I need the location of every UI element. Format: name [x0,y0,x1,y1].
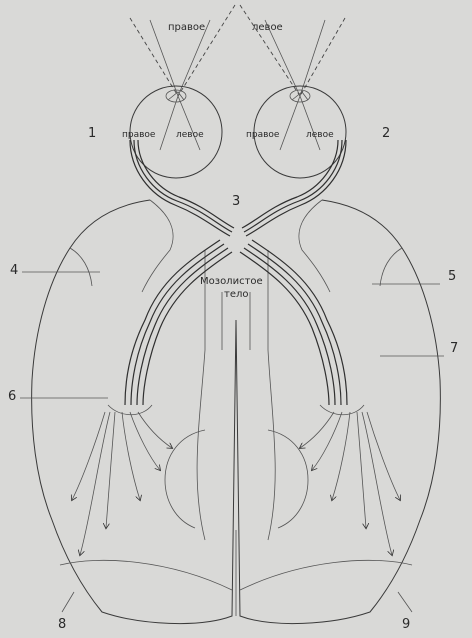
label-eye2-right: правое [246,130,280,140]
label-corpus-callosum-line1: Мозолистое [200,276,263,287]
marker-3: 3 [232,194,240,209]
marker-5: 5 [448,269,456,284]
left-optic-radiation [72,412,172,555]
marker-1: 1 [88,126,96,141]
brain-outline [32,200,441,624]
marker-2: 2 [382,126,390,141]
marker-4: 4 [10,263,18,278]
visual-field-rays [130,5,345,150]
label-eye2-left: левое [306,130,334,140]
right-optic-radiation [300,412,400,555]
marker-7: 7 [450,341,458,356]
label-eye1-left: левое [176,130,204,140]
right-optic-tract [240,140,347,405]
label-top-right: правое [168,22,205,33]
marker-6: 6 [8,389,16,404]
left-optic-tract [125,140,234,405]
marker-9: 9 [402,617,410,632]
label-eye1-right: правое [122,130,156,140]
marker-8: 8 [58,617,66,632]
label-top-left: левое [252,22,283,33]
label-corpus-callosum-line2: тело [224,289,249,300]
